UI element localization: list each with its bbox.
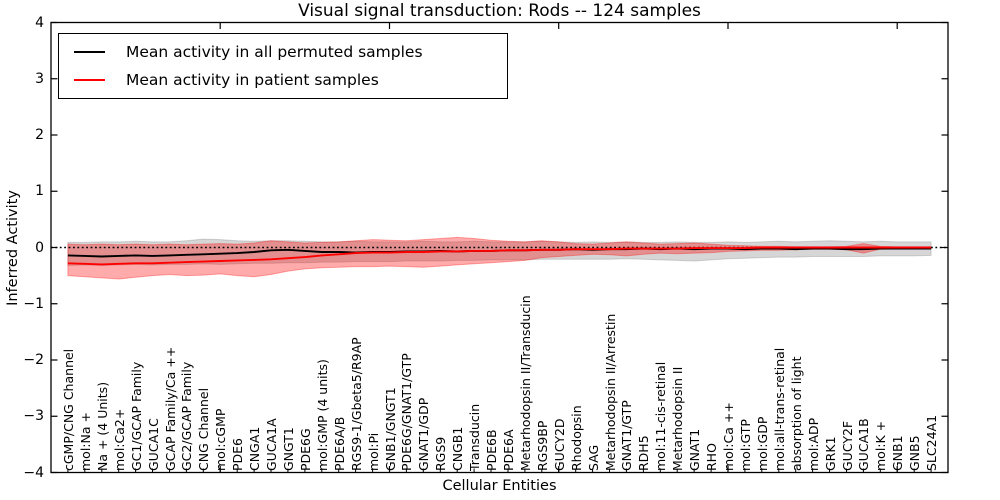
y-tick-label: 1 (35, 183, 44, 200)
category-label: GNB5 (907, 435, 923, 471)
y-tick-label: −3 (23, 408, 44, 425)
category-label: CNGB1 (450, 426, 466, 471)
category-label: GUCA1C (145, 418, 161, 471)
category-label: mol:11-cis-retinal (653, 361, 669, 471)
category-label: GNB1/GNGT1 (382, 387, 398, 471)
category-label: mol:cGMP (213, 408, 229, 471)
category-label: mol:ADP (805, 417, 821, 471)
y-tick-label: −2 (23, 352, 44, 368)
category-label: RHO (704, 443, 720, 471)
x-axis-label: Cellular Entities (442, 478, 557, 494)
legend-line-sample-permuted (74, 51, 105, 54)
category-label: PDE6A (501, 429, 516, 471)
category-label: absorption of light (788, 356, 804, 471)
legend-entry-patient: Mean activity in patient samples (74, 71, 507, 89)
category-label: RGS9-1/Gbeta5/R9AP (348, 337, 364, 471)
y-tick-label: 4 (35, 14, 44, 31)
category-label: RGS9BP (534, 420, 550, 471)
category-label: GUCA1A (264, 418, 279, 471)
category-label: mol:GDP (754, 416, 770, 471)
category-label: SAG (585, 444, 601, 471)
legend-entry-permuted: Mean activity in all permuted samples (74, 43, 507, 61)
y-tick-label: 3 (35, 70, 44, 87)
category-label: Metarhodopsin II (670, 366, 686, 471)
y-tick-label: 2 (35, 127, 44, 143)
category-label: PDE6G (297, 428, 313, 471)
category-label: PDE6B (484, 429, 499, 471)
y-tick-label: −4 (23, 464, 44, 481)
category-label: Metarhodopsin II/Arrestin (602, 313, 618, 471)
mean-line-patient (67, 246, 932, 266)
category-label: GNGT1 (280, 427, 296, 471)
category-label: GNAT1/GDP (416, 397, 432, 471)
legend-line-sample-patient (74, 78, 105, 81)
category-label: GUCY2F (839, 420, 855, 471)
category-label: PDE6A/B (331, 416, 347, 471)
category-label: mol:Na + (77, 412, 93, 471)
legend-label-permuted: Mean activity in all permuted samples (126, 43, 423, 62)
category-label: mol:Ca2+ (111, 408, 127, 471)
category-label: mol:GTP (737, 419, 753, 471)
category-label: RDH5 (636, 435, 652, 471)
category-label: mol:GMP (4 units) (314, 359, 330, 471)
category-label: SLC24A1 (924, 414, 940, 471)
category-label: CNGA1 (247, 426, 263, 471)
category-label: CNG Channel (196, 387, 212, 471)
category-label: GC1/GCAP Family (128, 361, 144, 471)
category-label: GRK1 (822, 436, 838, 471)
category-label: PDE6G/GNAT1/GTP (399, 353, 415, 471)
category-label: GC2/GCAP Family (179, 361, 195, 471)
category-label: Na + (4 Units) (94, 381, 110, 471)
category-label: mol:Ca ++ (721, 402, 736, 471)
chart-title: Visual signal transduction: Rods -- 124 … (298, 1, 701, 21)
y-tick-label: 0 (35, 239, 44, 256)
y-tick-label: −1 (23, 295, 44, 312)
category-label: GUCA1B (856, 418, 872, 471)
category-label: mol:Pi (365, 432, 381, 471)
category-label: GNAT1/GTP (619, 400, 635, 471)
legend-label-patient: Mean activity in patient samples (126, 70, 379, 89)
category-label: mol:all-trans-retinal (771, 347, 787, 471)
category-label: PDE6 (230, 437, 246, 471)
category-label: Transducin (467, 403, 483, 471)
category-label: mol:K + (873, 420, 889, 471)
legend: Mean activity in all permuted samples Me… (58, 33, 508, 99)
category-label: GNAT1 (687, 428, 703, 471)
category-label: GNB1 (890, 435, 906, 471)
category-label: GCAP Family/Ca ++ (162, 346, 178, 471)
category-label: Rhodopsin (568, 405, 584, 471)
category-label: GUCY2D (551, 418, 567, 471)
category-label: RGS9 (433, 436, 449, 471)
category-label: Metarhodopsin II/Transducin (517, 295, 533, 471)
category-label: cGMP/CNG Channel (60, 348, 76, 471)
